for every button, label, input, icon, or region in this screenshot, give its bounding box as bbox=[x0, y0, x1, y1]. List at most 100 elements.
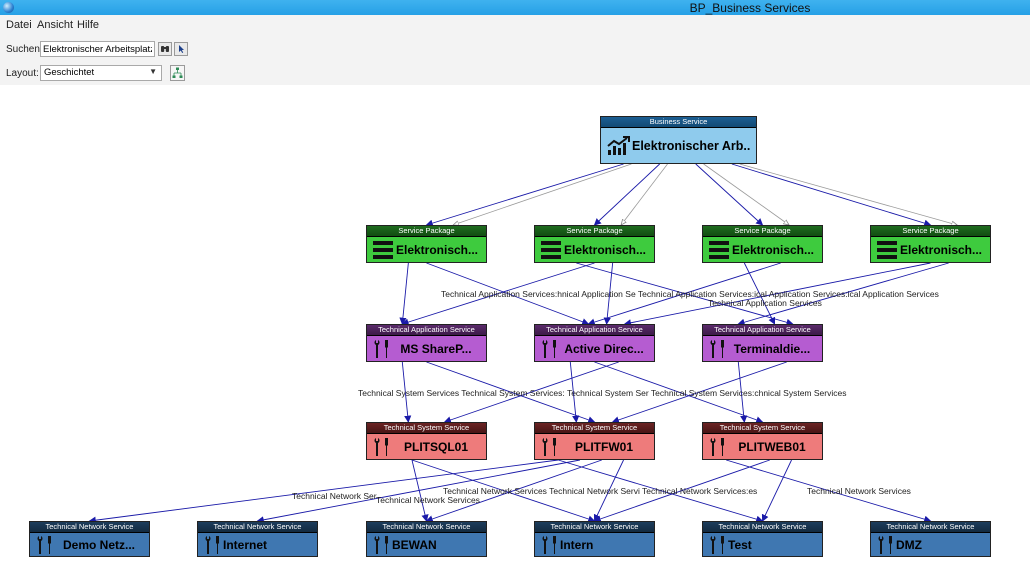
chevron-down-icon: ▼ bbox=[149, 67, 157, 76]
edge-label-network-services-b: Technical Network Services bbox=[376, 495, 480, 505]
edge-label-network-services-d: Technical Network Services bbox=[807, 486, 911, 496]
edge-label-app-services-2: Technical Application Services bbox=[708, 298, 822, 308]
search-label: Suchen: bbox=[6, 44, 43, 55]
node-service-package-1[interactable]: Service Package Elektronisch... bbox=[366, 225, 487, 263]
edge-node-business-service-to-node-service-package-3 bbox=[695, 163, 764, 226]
node-type-label: Service Package bbox=[535, 226, 654, 236]
edge-layer bbox=[88, 163, 1030, 524]
node-type-label: Technical Application Service bbox=[367, 325, 486, 335]
edge-node-service-package-4-to-node-app-service-active-directory bbox=[623, 262, 931, 327]
node-system-service-plitweb01[interactable]: Technical System Service PLITWEB01 bbox=[702, 422, 823, 460]
node-type-label: Technical Network Service bbox=[30, 522, 149, 532]
help-arrow-icon bbox=[179, 45, 184, 53]
node-app-service-sharepoint[interactable]: Technical Application Service MS ShareP.… bbox=[366, 324, 487, 362]
edge-node-system-service-plitfw01-to-node-network-service-internet bbox=[256, 459, 581, 524]
tools-icon bbox=[878, 535, 892, 554]
node-service-package-2[interactable]: Service Package Elektronisch... bbox=[534, 225, 655, 263]
node-business-service[interactable]: Business Service Elektronischer Arb... bbox=[600, 116, 757, 164]
node-type-label: Service Package bbox=[703, 226, 822, 236]
edge-node-system-service-plitsql01-to-node-network-service-bewan bbox=[411, 459, 429, 522]
node-app-service-terminaldienste[interactable]: Technical Application Service Terminaldi… bbox=[702, 324, 823, 362]
search-button[interactable] bbox=[158, 42, 172, 56]
edge-node-app-service-active-directory-to-node-system-service-plitsql01 bbox=[443, 361, 619, 424]
node-name: PLITWEB01 bbox=[738, 439, 806, 454]
edge-node-service-package-1-to-node-app-service-active-directory bbox=[426, 262, 590, 326]
edge-node-app-service-terminaldienste-to-node-system-service-plitfw01 bbox=[611, 361, 787, 424]
node-service-package-3[interactable]: Service Package Elektronisch... bbox=[702, 225, 823, 263]
tools-icon bbox=[542, 535, 556, 554]
node-name: Elektronisch... bbox=[395, 242, 479, 257]
layout-select[interactable]: Geschichtet ▼ bbox=[40, 65, 162, 81]
edge-node-business-service-to-node-service-package-2 bbox=[621, 163, 668, 225]
node-type-label: Technical System Service bbox=[535, 423, 654, 433]
tools-icon bbox=[542, 339, 556, 358]
node-type-label: Service Package bbox=[871, 226, 990, 236]
edge-node-app-service-sharepoint-to-node-system-service-plitsql01 bbox=[401, 361, 412, 423]
node-name: Terminaldie... bbox=[733, 341, 811, 356]
node-system-service-plitfw01[interactable]: Technical System Service PLITFW01 bbox=[534, 422, 655, 460]
node-type-label: Business Service bbox=[601, 117, 756, 127]
node-type-label: Technical Network Service bbox=[703, 522, 822, 532]
node-name: Test bbox=[728, 537, 752, 552]
node-type-label: Technical Network Service bbox=[535, 522, 654, 532]
node-name: MS ShareP... bbox=[400, 341, 472, 356]
node-name: Elektronisch... bbox=[563, 242, 647, 257]
node-network-service-intern[interactable]: Technical Network Service Intern bbox=[534, 521, 655, 557]
tools-icon bbox=[374, 437, 388, 456]
edge-node-business-service-to-node-service-package-3 bbox=[703, 163, 790, 225]
diagram-canvas[interactable]: Business Service Elektronischer Arb... S… bbox=[0, 85, 1030, 579]
binoculars-icon bbox=[161, 46, 169, 52]
edge-node-app-service-active-directory-to-node-system-service-plitfw01 bbox=[569, 361, 580, 423]
node-name: DMZ bbox=[896, 537, 922, 552]
menu-bar: Datei Ansicht Hilfe bbox=[0, 15, 1030, 35]
node-network-service-dmz[interactable]: Technical Network Service DMZ bbox=[870, 521, 991, 557]
edge-node-service-package-1-to-node-app-service-sharepoint bbox=[399, 262, 409, 325]
edge-node-business-service-to-node-service-package-4 bbox=[739, 163, 957, 225]
help-search-button[interactable] bbox=[174, 42, 188, 56]
node-network-service-demo-netz[interactable]: Technical Network Service Demo Netz... bbox=[29, 521, 150, 557]
node-network-service-test[interactable]: Technical Network Service Test bbox=[702, 521, 823, 557]
tools-icon bbox=[205, 535, 219, 554]
node-system-service-plitsql01[interactable]: Technical System Service PLITSQL01 bbox=[366, 422, 487, 460]
edge-node-service-package-3-to-node-app-service-active-directory bbox=[587, 262, 781, 326]
edge-node-business-service-to-node-service-package-1 bbox=[425, 163, 624, 227]
edge-node-system-service-plitfw01-to-node-network-service-demo-netz bbox=[88, 459, 559, 524]
menu-item-hilfe[interactable]: Hilfe bbox=[77, 19, 100, 31]
apply-layout-button[interactable] bbox=[170, 65, 185, 81]
node-type-label: Service Package bbox=[367, 226, 486, 236]
node-type-label: Technical Network Service bbox=[198, 522, 317, 532]
edge-label-network-services-a: Technical Network Ser bbox=[292, 491, 377, 501]
node-type-label: Technical System Service bbox=[367, 423, 486, 433]
node-app-service-active-directory[interactable]: Technical Application Service Active Dir… bbox=[534, 324, 655, 362]
tools-icon bbox=[374, 339, 388, 358]
node-type-label: Technical Application Service bbox=[703, 325, 822, 335]
edge-node-system-service-plitfw01-to-node-network-service-bewan bbox=[425, 459, 602, 523]
node-service-package-4[interactable]: Service Package Elektronisch... bbox=[870, 225, 991, 263]
node-name: PLITSQL01 bbox=[403, 439, 468, 454]
edge-group bbox=[88, 163, 958, 524]
node-network-service-bewan[interactable]: Technical Network Service BEWAN bbox=[366, 521, 487, 557]
layout-label: Layout: bbox=[6, 68, 39, 79]
toolbar: Suchen: Layout: Geschichtet ▼ bbox=[0, 35, 1030, 85]
edge-node-service-package-4-to-node-app-service-terminaldienste bbox=[737, 262, 949, 326]
node-name: Demo Netz... bbox=[62, 537, 135, 552]
menu-item-datei[interactable]: Datei bbox=[6, 19, 32, 31]
edge-node-app-service-active-directory-to-node-system-service-plitweb01 bbox=[594, 361, 764, 424]
node-name: Active Direc... bbox=[564, 341, 644, 356]
node-type-label: Technical System Service bbox=[703, 423, 822, 433]
list-stack-icon bbox=[877, 240, 897, 259]
node-name: Elektronisch... bbox=[731, 242, 815, 257]
node-name: Intern bbox=[560, 537, 594, 552]
node-network-service-internet[interactable]: Technical Network Service Internet bbox=[197, 521, 318, 557]
search-input[interactable] bbox=[40, 41, 155, 57]
node-type-label: Technical Network Service bbox=[871, 522, 990, 532]
list-stack-icon bbox=[373, 240, 393, 259]
node-name: PLITFW01 bbox=[574, 439, 633, 454]
edge-node-system-service-plitweb01-to-node-network-service-intern bbox=[593, 459, 770, 523]
tools-icon bbox=[710, 437, 724, 456]
edge-node-app-service-terminaldienste-to-node-system-service-plitweb01 bbox=[737, 361, 748, 423]
edge-node-business-service-to-node-service-package-1 bbox=[453, 163, 632, 225]
edge-node-business-service-to-node-service-package-2 bbox=[593, 163, 660, 226]
layout-tree-icon bbox=[172, 67, 183, 78]
menu-item-ansicht[interactable]: Ansicht bbox=[37, 19, 74, 31]
